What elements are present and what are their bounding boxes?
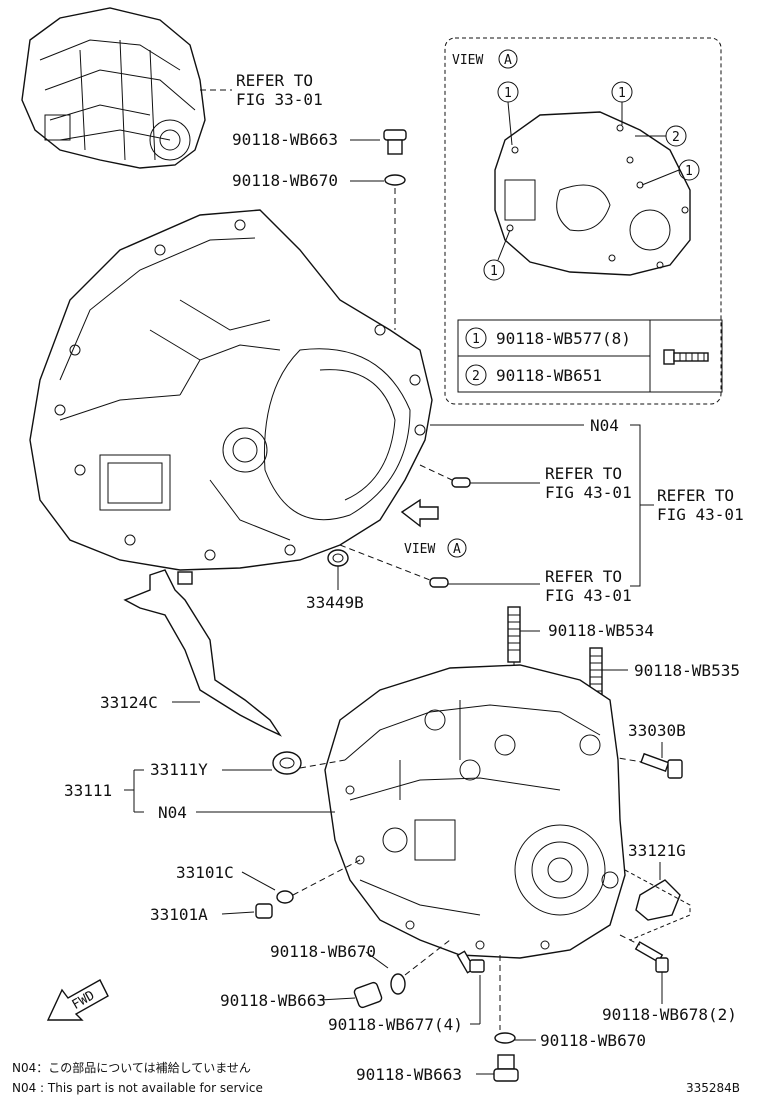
note-japanese: N04：この部品については補給していません xyxy=(12,1060,251,1075)
refer-43-a-line1: REFER TO xyxy=(545,464,622,483)
inset-callout-1b: 1 xyxy=(618,86,626,101)
washer-mid xyxy=(390,973,406,995)
part-wb663-top-label: 90118-WB663 xyxy=(232,130,338,149)
washer-bottom xyxy=(494,1032,516,1044)
oil-seal-33449b xyxy=(327,549,349,567)
part-wb677-label: 90118-WB677(4) xyxy=(328,1015,463,1034)
drain-plug-bottom xyxy=(493,1054,519,1082)
part-33111-label: 33111 xyxy=(64,781,112,800)
oil-seal-33111y xyxy=(272,751,302,775)
view-a-inset: VIEW A 1 1 2 1 1 1 90118-WB577 xyxy=(444,37,723,405)
note-english: N04 : This part is not available for ser… xyxy=(12,1081,263,1095)
n04-left-label: N04 xyxy=(158,803,187,822)
bolt-wb677 xyxy=(456,950,485,974)
fwd-arrow-icon xyxy=(46,979,109,1021)
shift-plate-33124c xyxy=(123,569,282,737)
washer-33101c xyxy=(276,890,294,904)
part-wb663-mid-label: 90118-WB663 xyxy=(220,991,326,1010)
cover-33121g xyxy=(635,879,681,921)
washer-top xyxy=(384,174,406,186)
part-33121g-label: 33121G xyxy=(628,841,686,860)
part-33030b-label: 33030B xyxy=(628,721,686,740)
n04-right-label: N04 xyxy=(590,416,619,435)
part-wb678-label: 90118-WB678(2) xyxy=(602,1005,737,1024)
transmission-case xyxy=(324,664,626,959)
bracket-refer-43 xyxy=(630,424,641,587)
part-wb534-label: 90118-WB534 xyxy=(548,621,654,640)
part-wb535-label: 90118-WB535 xyxy=(634,661,740,680)
view-a-label: VIEW xyxy=(404,542,435,557)
view-a-letter: A xyxy=(453,542,461,557)
refer-33-01-label-2: FIG 33-01 xyxy=(236,90,323,109)
stud-wb534 xyxy=(507,606,521,663)
inset-callout-2: 2 xyxy=(672,130,680,145)
dash-pin-lower xyxy=(339,544,431,581)
inset-callout-1a: 1 xyxy=(504,86,512,101)
refer-43-c-line1: REFER TO xyxy=(657,486,734,505)
bracket-33111 xyxy=(124,769,144,813)
part-wb670-bot-label: 90118-WB670 xyxy=(540,1031,646,1050)
dowel-pin-lower xyxy=(429,577,449,588)
refer-43-b-line1: REFER TO xyxy=(545,567,622,586)
view-arrow-icon xyxy=(400,498,439,528)
table-num-2: 2 xyxy=(472,369,480,384)
refer-43-a-line2: FIG 43-01 xyxy=(545,483,632,502)
drain-plug-top xyxy=(383,129,407,155)
refer-43-b-line2: FIG 43-01 xyxy=(545,586,632,605)
part-33101c-label: 33101C xyxy=(176,863,234,882)
inset-view-letter: A xyxy=(504,53,512,68)
part-wb670-mid-label: 90118-WB670 xyxy=(270,942,376,961)
part-33101a-label: 33101A xyxy=(150,905,208,924)
inset-callout-1d: 1 xyxy=(490,264,498,279)
dash-pin-upper xyxy=(419,464,453,481)
part-wb670-top-label: 90118-WB670 xyxy=(232,171,338,190)
table-part-2: 90118-WB651 xyxy=(496,366,602,385)
part-33449b-label: 33449B xyxy=(306,593,364,612)
bolt-icon xyxy=(663,349,709,365)
part-33124c-label: 33124C xyxy=(100,693,158,712)
transmission-assembly-thumbnail xyxy=(21,7,206,169)
table-num-1: 1 xyxy=(472,332,480,347)
figure-id: 335284B xyxy=(686,1081,740,1095)
plug-33101a xyxy=(255,903,273,919)
table-part-1: 90118-WB577(8) xyxy=(496,329,631,348)
part-wb663-bot-label: 90118-WB663 xyxy=(356,1065,462,1084)
part-33111y-label: 33111Y xyxy=(150,760,208,779)
bolt-wb678 xyxy=(634,941,669,973)
refer-43-c-line2: FIG 43-01 xyxy=(657,505,744,524)
clutch-housing xyxy=(29,209,433,571)
dowel-pin-upper xyxy=(451,477,471,488)
inset-callout-1c: 1 xyxy=(685,164,693,179)
drain-plug-mid xyxy=(353,981,383,1009)
refer-33-01-label-1: REFER TO xyxy=(236,71,313,90)
bolt-33030b xyxy=(640,752,683,779)
view-a-circle xyxy=(447,538,467,558)
inset-view-title: VIEW xyxy=(452,53,483,68)
